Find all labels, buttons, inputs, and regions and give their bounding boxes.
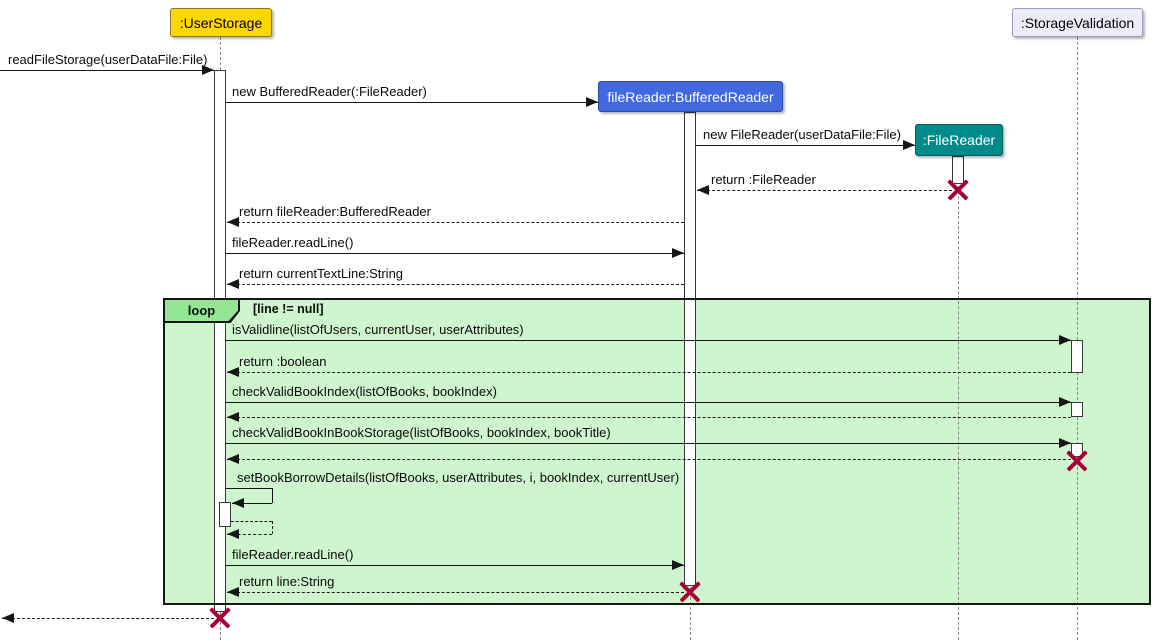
activation-bar-storage-validation (1071, 402, 1083, 417)
arrowhead (227, 412, 239, 422)
message-label: fileReader.readLine() (232, 547, 354, 562)
message-line (227, 372, 1071, 373)
self-message-line (272, 488, 273, 503)
lifeline-file-reader (958, 156, 959, 640)
message-line (226, 253, 684, 254)
message-label: return line:String (239, 574, 335, 589)
message-line (227, 459, 1071, 460)
arrowhead (2, 613, 14, 623)
message-line (227, 592, 684, 593)
activation-bar-file-reader (952, 156, 964, 184)
message-line (226, 102, 598, 103)
message-line (226, 340, 1071, 341)
participant-buffered-reader: fileReader:BufferedReader (598, 81, 783, 112)
self-message-line (227, 534, 272, 535)
self-message-line (231, 521, 272, 522)
self-message-line (232, 503, 272, 504)
message-label: checkValidBookInBookStorage(listOfBooks,… (232, 425, 611, 440)
arrowhead (672, 248, 684, 258)
arrowhead (697, 185, 709, 195)
arrowhead (227, 217, 239, 227)
arrowhead (1059, 438, 1071, 448)
message-label: readFileStorage(userDataFile:File) (8, 52, 208, 67)
message-line (227, 284, 684, 285)
arrowhead (202, 65, 214, 75)
arrowhead (586, 97, 598, 107)
message-label: return currentTextLine:String (239, 266, 404, 281)
loop-fragment-fill (163, 298, 1151, 605)
message-label: isValidline(listOfUsers, currentUser, us… (232, 322, 524, 337)
arrowhead (1059, 335, 1071, 345)
arrowhead (227, 454, 239, 464)
message-line (227, 417, 1071, 418)
participant-file-reader: :FileReader (915, 124, 1003, 156)
message-line (0, 70, 214, 71)
message-line (696, 145, 915, 146)
self-message-line (272, 521, 273, 534)
message-label: return :FileReader (711, 172, 816, 187)
arrowhead (227, 529, 239, 539)
message-line (226, 402, 1071, 403)
message-line (227, 222, 684, 223)
loop-fragment-border (163, 298, 1151, 605)
lifeline-storage-validation (1077, 37, 1078, 640)
participant-storage-validation: :StorageValidation (1012, 8, 1143, 37)
loop-operator-label: loop (165, 300, 238, 321)
arrowhead (227, 279, 239, 289)
activation-bar-storage-validation (1071, 340, 1083, 373)
message-line (2, 618, 214, 619)
participant-user-storage: :UserStorage (170, 8, 272, 37)
message-label: return :boolean (239, 354, 327, 369)
arrowhead (227, 587, 239, 597)
arrowhead (672, 560, 684, 570)
arrowhead (232, 498, 244, 508)
message-label: new BufferedReader(:FileReader) (232, 84, 427, 99)
message-line (226, 443, 1071, 444)
message-line (226, 565, 684, 566)
message-label: return fileReader:BufferedReader (239, 204, 431, 219)
message-line (697, 190, 952, 191)
arrowhead (1059, 397, 1071, 407)
message-label: new FileReader(userDataFile:File) (703, 127, 901, 142)
arrowhead (227, 367, 239, 377)
loop-guard-label: [line != null] (253, 302, 324, 316)
activation-bar-user-storage (219, 502, 231, 527)
self-message-line (226, 488, 272, 489)
message-label: fileReader.readLine() (232, 235, 354, 250)
arrowhead (903, 140, 915, 150)
message-label: setBookBorrowDetails(listOfBooks, userAt… (237, 470, 680, 485)
message-label: checkValidBookIndex(listOfBooks, bookInd… (232, 384, 497, 399)
